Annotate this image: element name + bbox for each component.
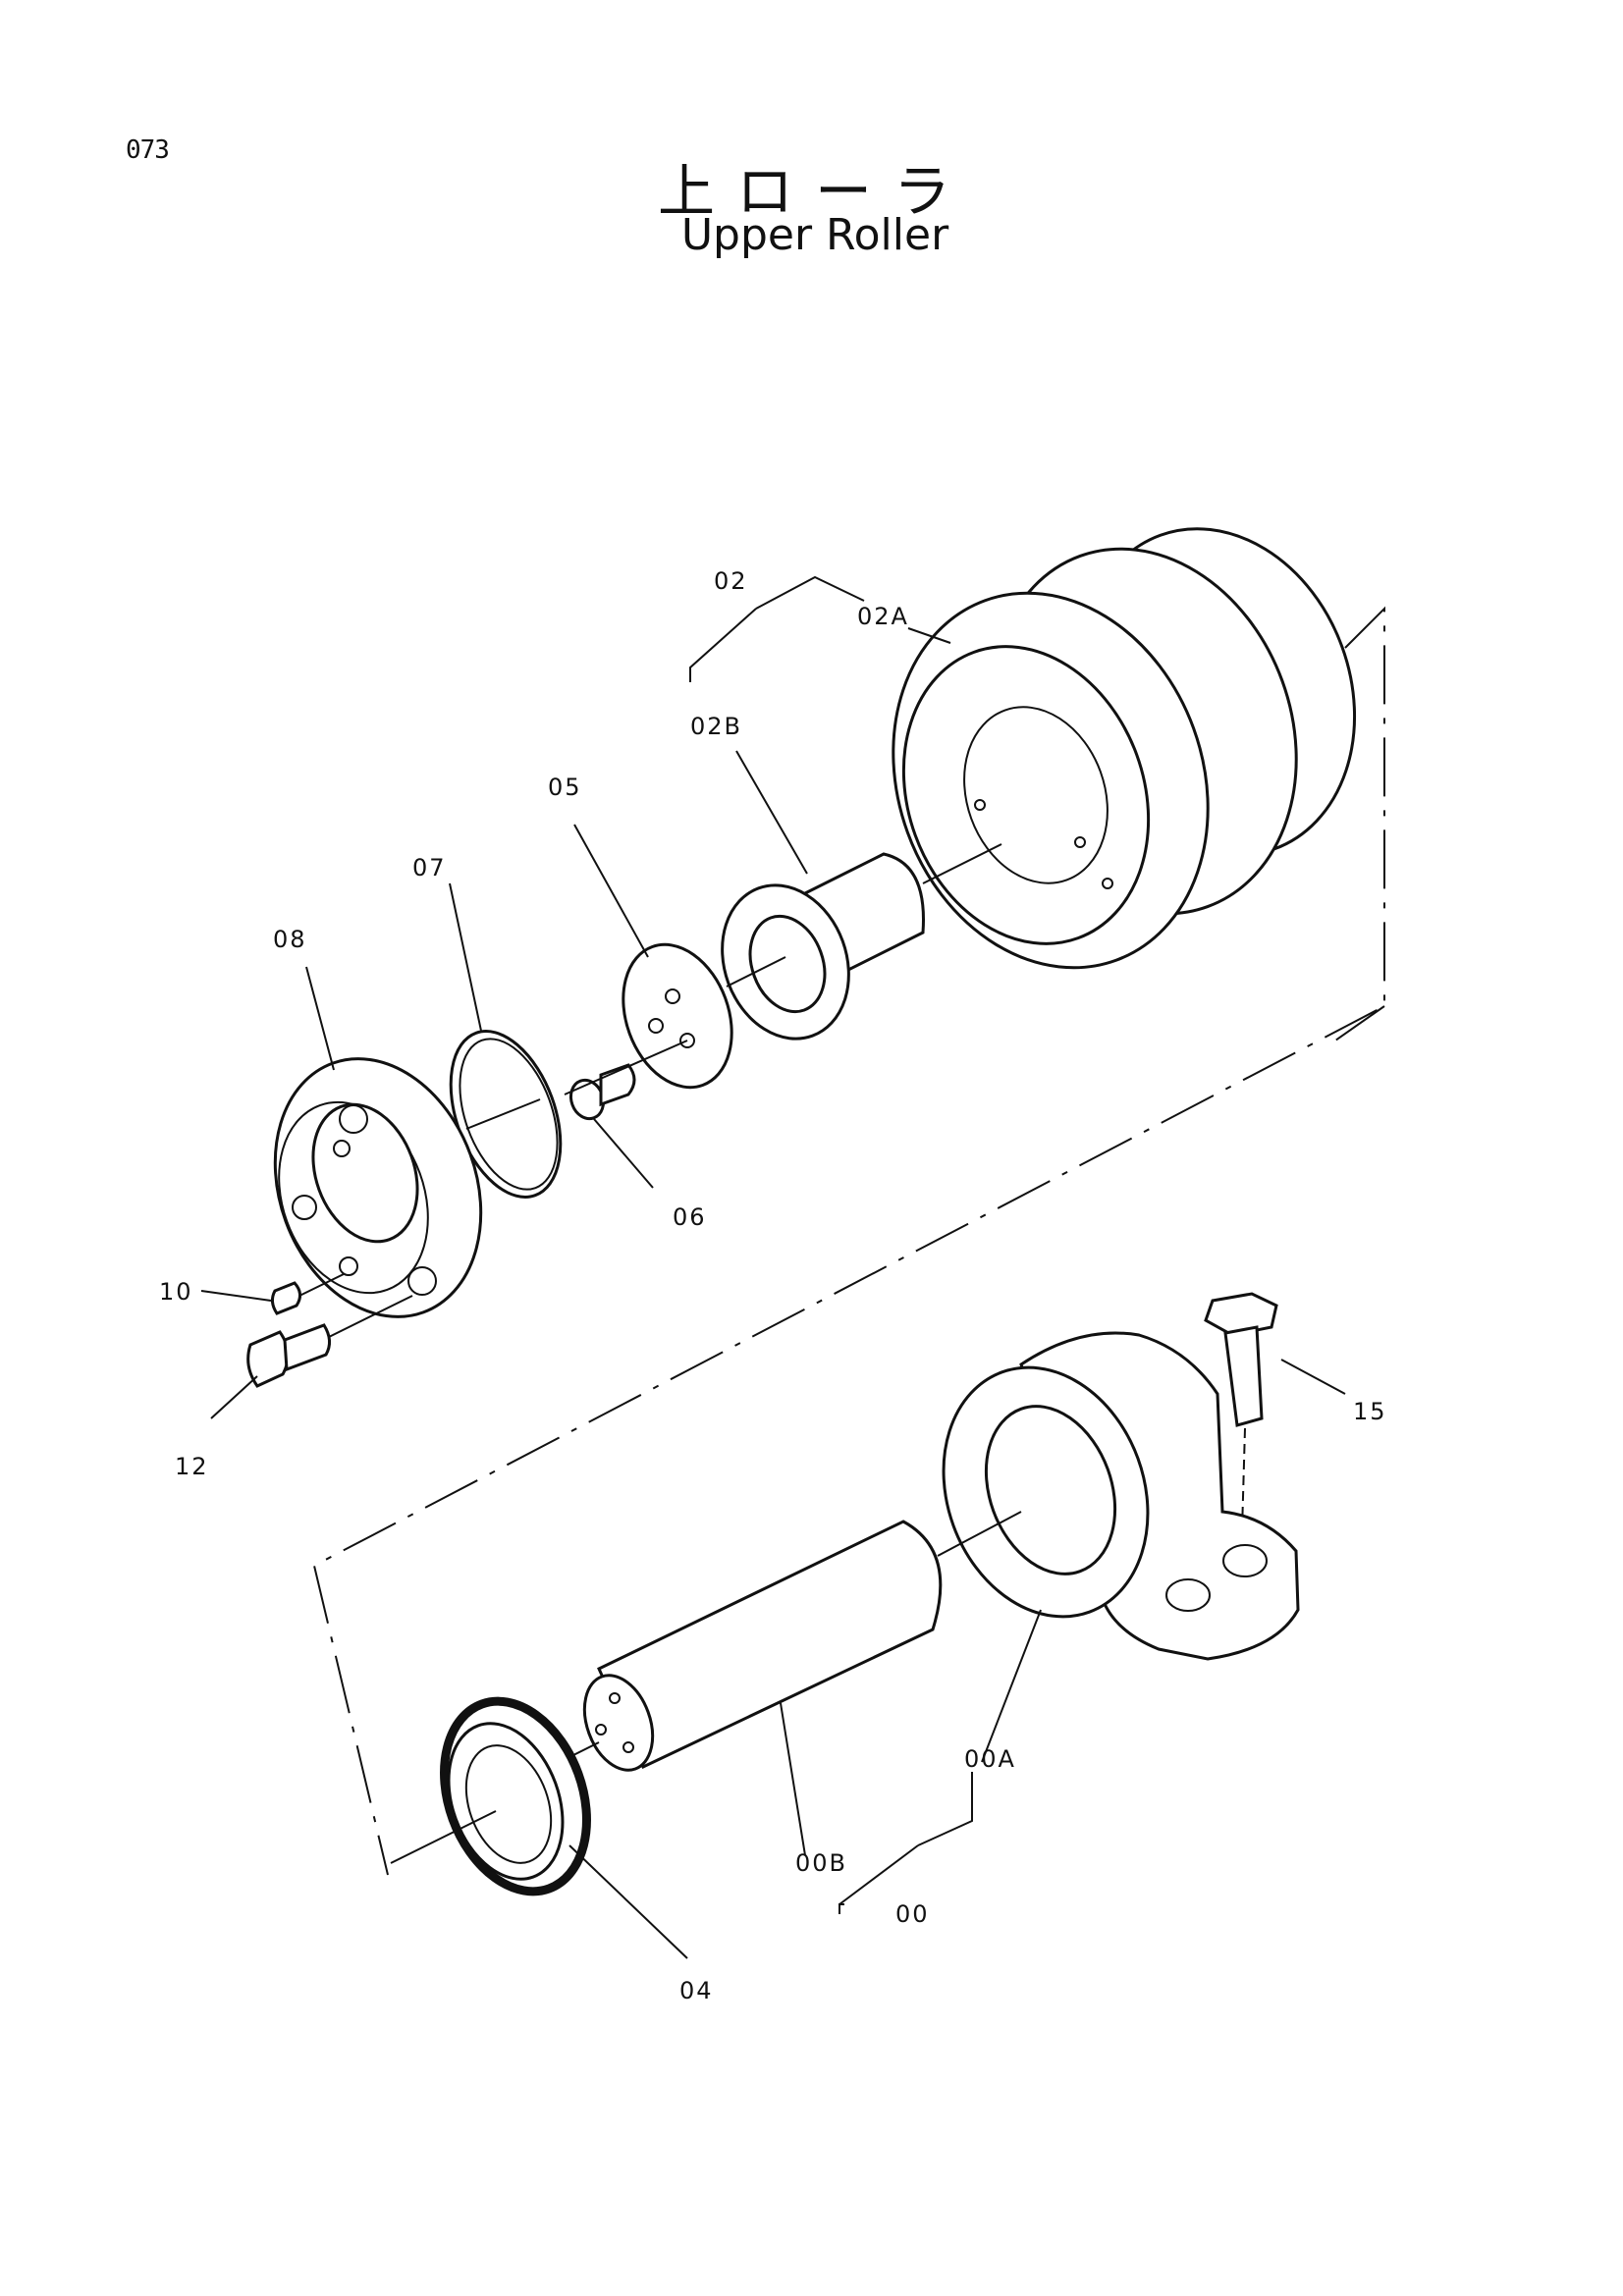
bushing-02B bbox=[721, 852, 925, 1041]
floating-seal-04 bbox=[390, 1696, 600, 1896]
thrust-plate-05 bbox=[622, 942, 733, 1090]
plug-10 bbox=[270, 1273, 345, 1315]
title-japanese: 上ローラ bbox=[657, 158, 972, 225]
callout-12: 12 bbox=[175, 1453, 209, 1480]
callout-10: 10 bbox=[159, 1278, 193, 1306]
page-number: 073 bbox=[126, 135, 170, 165]
callout-02A: 02A bbox=[857, 603, 909, 630]
bolt-12 bbox=[246, 1295, 413, 1388]
screw-06 bbox=[564, 1040, 688, 1121]
callout-06: 06 bbox=[673, 1203, 707, 1231]
title-english: Upper Roller bbox=[680, 210, 949, 260]
callout-08: 08 bbox=[273, 926, 307, 953]
callout-04: 04 bbox=[679, 1977, 714, 2004]
callout-00A: 00A bbox=[964, 1745, 1016, 1773]
bolt-15 bbox=[1204, 1292, 1278, 1532]
roller-shell-02A bbox=[892, 527, 1357, 970]
callout-labels: 02 02A 02B 05 07 08 06 10 12 15 00A 00B … bbox=[159, 567, 1387, 2004]
callout-00: 00 bbox=[895, 1900, 930, 1928]
callout-02: 02 bbox=[714, 567, 748, 595]
callout-15: 15 bbox=[1353, 1398, 1387, 1425]
callout-00B: 00B bbox=[795, 1849, 847, 1877]
callout-07: 07 bbox=[412, 854, 447, 881]
callout-02B: 02B bbox=[690, 713, 742, 740]
shaft-00B bbox=[582, 1511, 1022, 1772]
leader-lines bbox=[200, 575, 1346, 1959]
assembly-boundary bbox=[312, 606, 1385, 1876]
callout-05: 05 bbox=[548, 774, 582, 801]
bracket-00A bbox=[942, 1331, 1300, 1661]
